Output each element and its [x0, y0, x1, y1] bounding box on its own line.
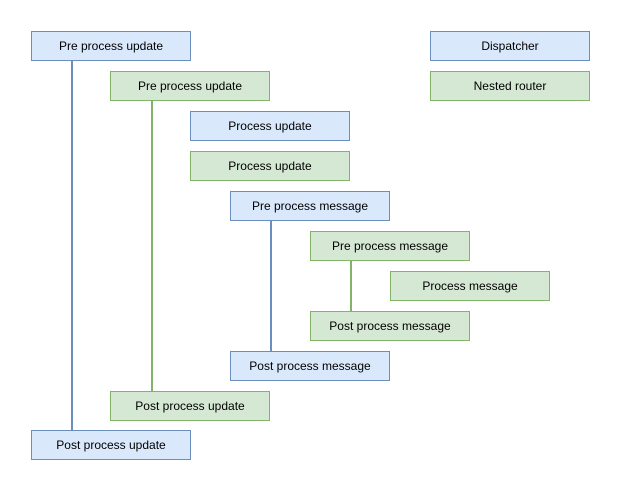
connector-message-span-green — [350, 261, 352, 311]
node-label: Post process message — [249, 359, 371, 373]
node-label: Process message — [422, 279, 518, 293]
node-post-process-update-blue: Post process update — [31, 430, 191, 460]
node-process-message: Process message — [390, 271, 550, 301]
node-nested-router: Nested router — [430, 71, 590, 101]
node-post-process-update-green: Post process update — [110, 391, 270, 421]
node-label: Nested router — [473, 79, 547, 93]
node-label: Pre process message — [331, 239, 449, 253]
node-label: Post process update — [135, 399, 245, 413]
node-label: Process update — [228, 119, 312, 133]
node-label: Post process message — [329, 319, 451, 333]
node-label: Post process update — [56, 438, 166, 452]
node-label: Dispatcher — [481, 39, 539, 53]
connector-update-span-blue — [71, 61, 73, 430]
node-pre-process-update-outer: Pre process update — [31, 31, 191, 61]
node-pre-process-message-green: Pre process message — [310, 231, 470, 261]
node-post-process-message-blue: Post process message — [230, 351, 390, 381]
node-label: Pre process update — [137, 79, 243, 93]
node-label: Pre process update — [58, 39, 164, 53]
connector-update-span-green — [151, 101, 153, 391]
connector-message-span-blue — [270, 221, 272, 351]
node-pre-process-message-blue: Pre process message — [230, 191, 390, 221]
node-dispatcher: Dispatcher — [430, 31, 590, 61]
node-post-process-message-green: Post process message — [310, 311, 470, 341]
node-process-update-blue: Process update — [190, 111, 350, 141]
node-label: Process update — [228, 159, 312, 173]
node-process-update-green: Process update — [190, 151, 350, 181]
node-pre-process-update-inner: Pre process update — [110, 71, 270, 101]
node-label: Pre process message — [251, 199, 369, 213]
